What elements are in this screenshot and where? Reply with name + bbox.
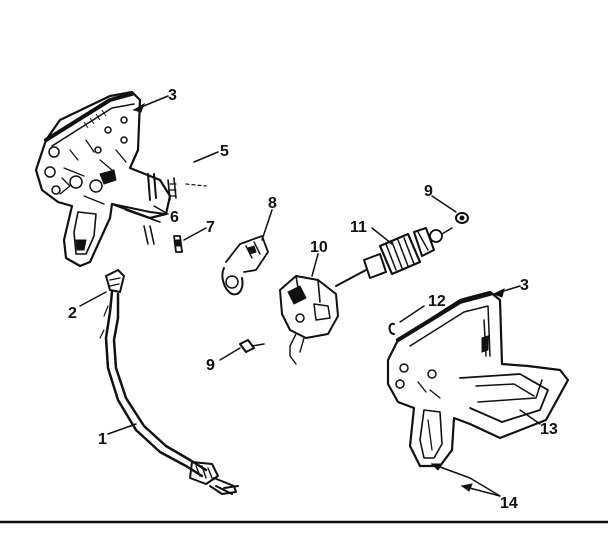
callout-5: 5	[220, 143, 229, 160]
trigger-spring-5	[167, 177, 207, 201]
callout-3-top: 3	[168, 87, 177, 104]
bearing-9-top	[455, 212, 469, 224]
field-assembly-10	[279, 275, 339, 365]
power-cord-1	[99, 290, 239, 495]
housing-half-left	[34, 90, 172, 268]
switch-button-7	[173, 235, 183, 253]
callout-9-lower: 9	[206, 357, 215, 374]
callout-3-right: 3	[520, 277, 529, 294]
strain-relief-2	[105, 269, 125, 293]
leader-lines	[79, 95, 541, 497]
callout-2: 2	[68, 305, 77, 322]
callout-11: 11	[350, 219, 367, 236]
screw-9-lower	[239, 339, 265, 353]
callout-1: 1	[98, 431, 107, 448]
housing-half-right	[386, 290, 570, 468]
armature-11	[335, 227, 453, 287]
brush-holder-8	[221, 235, 269, 296]
callout-12: 12	[428, 293, 446, 310]
callout-9-top: 9	[424, 183, 433, 200]
switch-assembly-6	[111, 173, 167, 245]
callout-7: 7	[206, 219, 215, 236]
callout-10: 10	[310, 239, 328, 256]
callout-14: 14	[500, 495, 518, 512]
callout-8: 8	[268, 195, 277, 212]
callout-numbers: 3 5 6 7 8 9 11 10 3 12 2 9 13 1 14	[68, 87, 558, 512]
callout-13: 13	[540, 421, 558, 438]
callout-6: 6	[170, 209, 179, 226]
